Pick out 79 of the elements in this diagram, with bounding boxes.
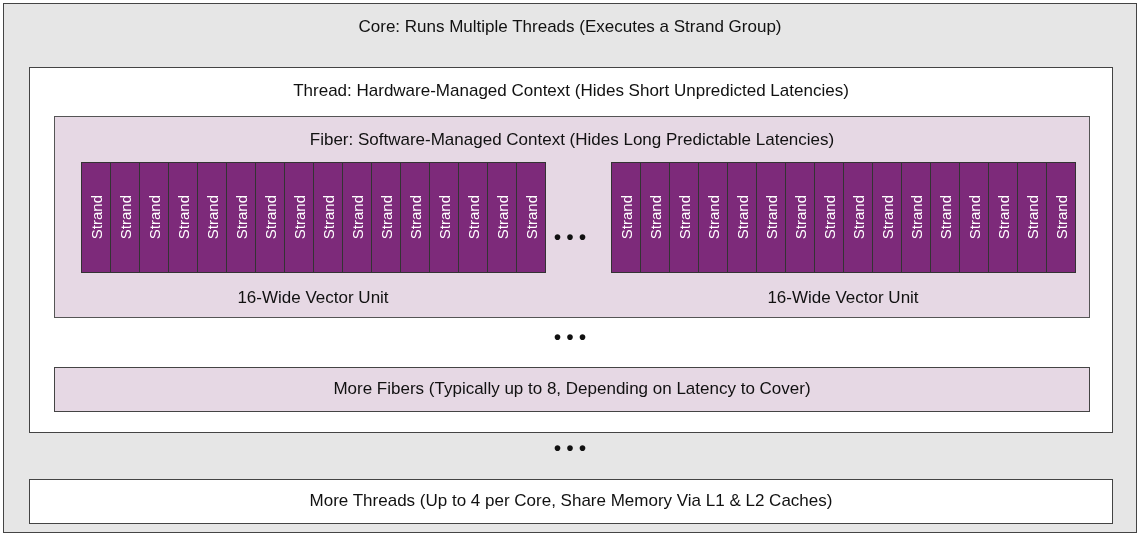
- strand-cell: [1046, 162, 1076, 273]
- strand-label: Strand: [232, 195, 250, 240]
- strand-cell: [959, 162, 989, 273]
- strand-label: Strand: [116, 195, 134, 240]
- strand-label: Strand: [907, 195, 925, 240]
- strand-label: Strand: [762, 195, 780, 240]
- strand-label: Strand: [145, 195, 163, 240]
- strand-cell: [139, 162, 169, 273]
- strand-label: Strand: [464, 195, 482, 240]
- strand-label: Strand: [348, 195, 366, 240]
- strand-cell: [698, 162, 728, 273]
- strand-label: Strand: [965, 195, 983, 240]
- ellipsis-mark: • • •: [554, 326, 587, 349]
- strand-cell: [1017, 162, 1047, 273]
- thread-panel: [29, 67, 1113, 433]
- strand-cell: [226, 162, 256, 273]
- strand-cell: [168, 162, 198, 273]
- strand-label: Strand: [435, 195, 453, 240]
- strand-cell: [284, 162, 314, 273]
- strand-cell: [611, 162, 641, 273]
- strand-label: Strand: [493, 195, 511, 240]
- strand-label: Strand: [994, 195, 1012, 240]
- strand-label: Strand: [646, 195, 664, 240]
- strand-label: Strand: [522, 195, 540, 240]
- strand-label: Strand: [87, 195, 105, 240]
- strand-label: Strand: [261, 195, 279, 240]
- strand-cell: [814, 162, 844, 273]
- strand-cell: [81, 162, 111, 273]
- box-label: More Threads (Up to 4 per Core, Share Memory Via L1 & L2 Caches): [308, 491, 834, 511]
- strand-cell: [872, 162, 902, 273]
- strand-label: Strand: [377, 195, 395, 240]
- strand-cell: [458, 162, 488, 273]
- strand-cell: [197, 162, 227, 273]
- strand-label: Strand: [733, 195, 751, 240]
- strand-cell: [313, 162, 343, 273]
- strand-label: Strand: [617, 195, 635, 240]
- strand-label: Strand: [878, 195, 896, 240]
- strand-cell: [516, 162, 546, 273]
- strand-cell: [785, 162, 815, 273]
- strand-cell: [487, 162, 517, 273]
- strand-label: Strand: [936, 195, 954, 240]
- strand-cell: [756, 162, 786, 273]
- strand-label: Strand: [1052, 195, 1070, 240]
- strand-label: Strand: [1023, 195, 1041, 240]
- strand-label: Strand: [319, 195, 337, 240]
- strand-cell: [901, 162, 931, 273]
- panel-title: Thread: Hardware-Managed Context (Hides Short Unpredicted Latencies): [292, 81, 850, 101]
- strand-label: Strand: [849, 195, 867, 240]
- strand-label: Strand: [791, 195, 809, 240]
- strand-cell: [727, 162, 757, 273]
- panel-title: Fiber: Software-Managed Context (Hides Long Predictable Latencies): [308, 130, 836, 150]
- thread-box: [29, 479, 1113, 524]
- strand-cell: [110, 162, 140, 273]
- strand-label: Strand: [203, 195, 221, 240]
- strand-cell: [429, 162, 459, 273]
- strand-label: Strand: [290, 195, 308, 240]
- strand-cell: [255, 162, 285, 273]
- strand-cell: [371, 162, 401, 273]
- strand-cell: [640, 162, 670, 273]
- strand-cell: [843, 162, 873, 273]
- strand-label: Strand: [406, 195, 424, 240]
- strand-label: Strand: [675, 195, 693, 240]
- panel-title: Core: Runs Multiple Threads (Executes a Strand Group): [357, 17, 783, 37]
- core-panel: [3, 3, 1137, 533]
- ellipsis-mark: • • •: [554, 437, 587, 460]
- fiber-panel: [54, 116, 1090, 318]
- strand-label: Strand: [704, 195, 722, 240]
- fiber-box: [54, 367, 1090, 412]
- strand-cell: [669, 162, 699, 273]
- strand-cell: [400, 162, 430, 273]
- unit-label: 16-Wide Vector Unit: [766, 288, 920, 308]
- strand-cell: [930, 162, 960, 273]
- strand-label: Strand: [174, 195, 192, 240]
- strand-cell: [988, 162, 1018, 273]
- ellipsis-mark: • • •: [554, 226, 587, 249]
- strand-label: Strand: [820, 195, 838, 240]
- strand-cell: [342, 162, 372, 273]
- box-label: More Fibers (Typically up to 8, Depending on Latency to Cover): [332, 379, 812, 399]
- unit-label: 16-Wide Vector Unit: [236, 288, 390, 308]
